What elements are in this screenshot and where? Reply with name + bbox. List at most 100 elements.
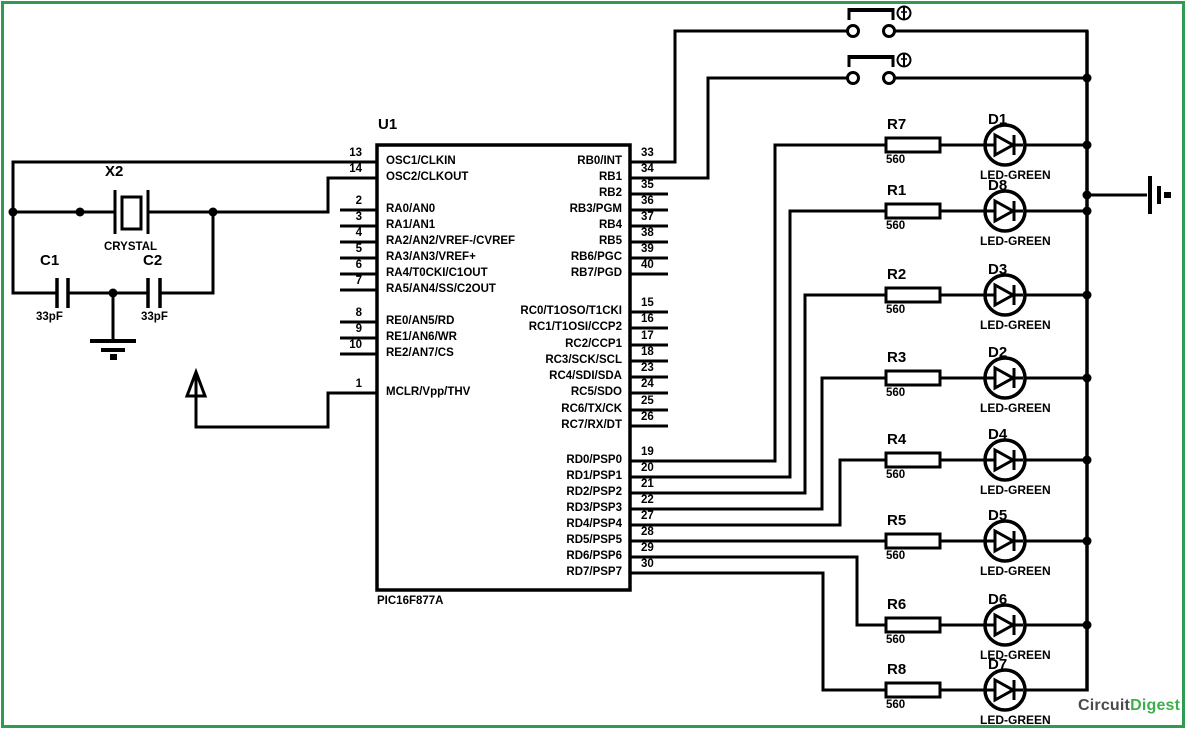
led-d7-label: D7 <box>988 656 1008 673</box>
led-d6-symbol <box>983 603 1027 647</box>
pin-label-25: RC6/TX/CK <box>561 403 622 415</box>
led-d5-label: D5 <box>988 507 1008 524</box>
pin-label-7: RA5/AN4/SS/C2OUT <box>386 283 496 295</box>
resistor-r4-value: 560 <box>886 469 906 481</box>
led-d7-type: LED-GREEN <box>980 713 1051 727</box>
ground-right-icon <box>1148 176 1171 214</box>
capacitor-c1-value: 33pF <box>36 311 63 323</box>
pin-label-19: RD0/PSP0 <box>566 454 622 466</box>
pin-label-1: MCLR/Vpp/THV <box>386 386 471 398</box>
resistor-r4-label: R4 <box>887 431 907 448</box>
pin-number-40: 40 <box>641 259 654 271</box>
crystal-label: CRYSTAL <box>104 241 158 253</box>
button-actuator-icon <box>896 5 912 21</box>
resistor-r7-symbol <box>884 136 942 154</box>
pin-label-6: RA4/T0CKI/C1OUT <box>386 267 488 279</box>
pin-label-5: RA3/AN3/VREF+ <box>386 251 476 263</box>
led-d1-type: LED-GREEN <box>980 168 1051 182</box>
led-d3-type: LED-GREEN <box>980 318 1051 332</box>
capacitor-c2-symbol <box>146 278 162 308</box>
capacitor-c1-designator: C1 <box>40 252 60 269</box>
push-button-2 <box>846 52 912 85</box>
push-button-1 <box>846 5 912 38</box>
led-d4-type: LED-GREEN <box>980 483 1051 497</box>
pin-number-24: 24 <box>641 378 654 390</box>
pin-label-23: RC4/SDI/SDA <box>549 370 622 382</box>
resistor-r3-value: 560 <box>886 387 906 399</box>
led-d2-type: LED-GREEN <box>980 401 1051 415</box>
pin-label-39: RB6/PGC <box>570 251 622 263</box>
pin-number-4: 4 <box>355 227 362 239</box>
pin-number-34: 34 <box>641 163 654 175</box>
led-d3-symbol <box>983 273 1027 317</box>
pin-label-26: RC7/RX/DT <box>561 419 622 431</box>
pin-label-21: RD2/PSP2 <box>566 486 622 498</box>
pin-number-26: 26 <box>641 411 654 423</box>
pin-number-27: 27 <box>641 510 654 522</box>
pin-number-28: 28 <box>641 526 654 538</box>
resistor-r1-label: R1 <box>887 182 907 199</box>
pin-number-16: 16 <box>641 313 654 325</box>
pin-number-8: 8 <box>355 307 362 319</box>
pin-number-17: 17 <box>641 330 654 342</box>
pin-number-29: 29 <box>641 542 654 554</box>
resistor-r6-symbol <box>884 616 942 634</box>
led-d4-label: D4 <box>988 426 1008 443</box>
pin-number-14: 14 <box>349 163 362 175</box>
power-arrow-icon <box>184 367 208 429</box>
pin-number-38: 38 <box>641 227 654 239</box>
resistor-r5-value: 560 <box>886 550 906 562</box>
pin-label-13: OSC1/CLKIN <box>386 155 456 167</box>
resistor-r8-label: R8 <box>887 661 907 678</box>
resistor-r7-value: 560 <box>886 154 906 166</box>
wire-segments <box>11 29 1147 692</box>
resistor-r5-symbol <box>884 532 942 550</box>
pin-number-36: 36 <box>641 195 654 207</box>
pin-label-27: RD4/PSP4 <box>566 518 622 530</box>
resistor-r3-symbol <box>884 369 942 387</box>
pin-number-5: 5 <box>355 243 362 255</box>
pin-number-6: 6 <box>355 259 362 271</box>
led-d8-type: LED-GREEN <box>980 234 1051 248</box>
ic-part-number: PIC16F877A <box>377 595 444 607</box>
pin-number-39: 39 <box>641 243 654 255</box>
pin-label-38: RB5 <box>598 235 622 247</box>
circuitdigest-logo: CircuitDigest <box>1078 697 1180 715</box>
ic-pic16f877a <box>340 143 668 592</box>
pin-number-23: 23 <box>641 362 654 374</box>
pin-label-17: RC2/CCP1 <box>565 338 622 350</box>
pin-label-18: RC3/SCK/SCL <box>545 354 622 366</box>
pin-label-8: RE0/AN5/RD <box>386 315 455 327</box>
pin-number-22: 22 <box>641 494 654 506</box>
led-d8-label: D8 <box>988 177 1008 194</box>
pin-number-25: 25 <box>641 395 654 407</box>
pin-label-33: RB0/INT <box>577 155 622 167</box>
pin-label-37: RB4 <box>598 219 622 231</box>
pin-label-20: RD1/PSP1 <box>566 470 622 482</box>
resistor-r6-value: 560 <box>886 634 906 646</box>
led-d6-label: D6 <box>988 591 1008 608</box>
pin-number-1: 1 <box>355 378 362 390</box>
led-d8-symbol <box>983 189 1027 233</box>
pin-label-16: RC1/T1OSI/CCP2 <box>528 321 622 333</box>
pin-number-7: 7 <box>355 275 362 287</box>
resistor-r8-value: 560 <box>886 699 906 711</box>
logo-digest-text: Digest <box>1130 697 1181 714</box>
led-d2-label: D2 <box>988 344 1008 361</box>
pin-number-33: 33 <box>641 147 654 159</box>
pin-label-2: RA0/AN0 <box>386 203 436 215</box>
pin-label-4: RA2/AN2/VREF-/CVREF <box>386 235 516 247</box>
resistor-r1-symbol <box>884 202 942 220</box>
crystal-designator: X2 <box>105 163 124 180</box>
pin-label-29: RD6/PSP6 <box>566 550 622 562</box>
pin-number-30: 30 <box>641 558 654 570</box>
led-d3-label: D3 <box>988 261 1008 278</box>
resistor-r8-symbol <box>884 681 942 699</box>
pin-label-15: RC0/T1OSO/T1CKI <box>520 305 622 317</box>
pin-label-3: RA1/AN1 <box>386 219 436 231</box>
resistor-r6-label: R6 <box>887 596 907 613</box>
pin-number-37: 37 <box>641 211 654 223</box>
capacitor-c1-symbol <box>55 278 70 308</box>
